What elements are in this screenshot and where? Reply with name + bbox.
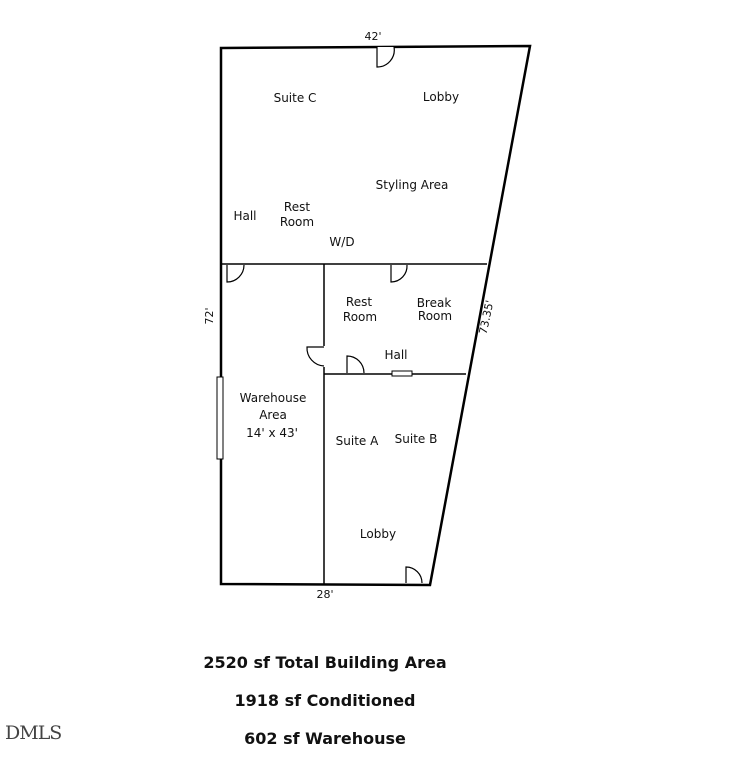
dimension-right: 73.35' bbox=[477, 299, 497, 335]
room-warehouse-line1: Warehouse bbox=[240, 391, 307, 405]
watermark-logo: DMLS bbox=[5, 722, 62, 744]
room-styling-area: Styling Area bbox=[376, 178, 449, 192]
summary-warehouse: 602 sf Warehouse bbox=[244, 729, 406, 748]
door-hall bbox=[346, 355, 365, 374]
room-rest-room-top-line2: Room bbox=[280, 215, 314, 229]
dimension-left: 72' bbox=[203, 307, 216, 324]
window-hall bbox=[391, 370, 413, 377]
room-rest-room-mid-line1: Rest bbox=[346, 295, 372, 309]
window-left bbox=[216, 376, 224, 460]
room-rest-room-mid-line2: Room bbox=[343, 310, 377, 324]
door-break-room bbox=[390, 264, 408, 283]
room-suite-c: Suite C bbox=[274, 91, 317, 105]
door-left-upper bbox=[226, 264, 245, 283]
dimension-top: 42' bbox=[364, 30, 381, 43]
room-break-room-line2: Room bbox=[418, 309, 452, 323]
room-warehouse-line2: Area bbox=[259, 408, 287, 422]
room-lobby-top: Lobby bbox=[423, 90, 459, 104]
room-suite-a: Suite A bbox=[336, 434, 379, 448]
door-center bbox=[306, 346, 325, 367]
room-suite-b: Suite B bbox=[395, 432, 438, 446]
room-lobby-bottom: Lobby bbox=[360, 527, 396, 541]
summary-total-area: 2520 sf Total Building Area bbox=[203, 653, 447, 672]
room-hall-mid: Hall bbox=[384, 348, 407, 362]
summary-conditioned: 1918 sf Conditioned bbox=[234, 691, 416, 710]
door-top bbox=[376, 46, 395, 68]
room-hall-top: Hall bbox=[233, 209, 256, 223]
room-warehouse-line3: 14' x 43' bbox=[246, 426, 298, 440]
floor-plan: 42' 28' 72' 73.35' Suite C Lobby Styling… bbox=[203, 30, 532, 601]
room-break-room-line1: Break bbox=[417, 296, 452, 310]
dimension-bottom: 28' bbox=[316, 588, 333, 601]
door-bottom bbox=[405, 566, 423, 584]
room-rest-room-top-line1: Rest bbox=[284, 200, 310, 214]
room-wd: W/D bbox=[329, 235, 354, 249]
